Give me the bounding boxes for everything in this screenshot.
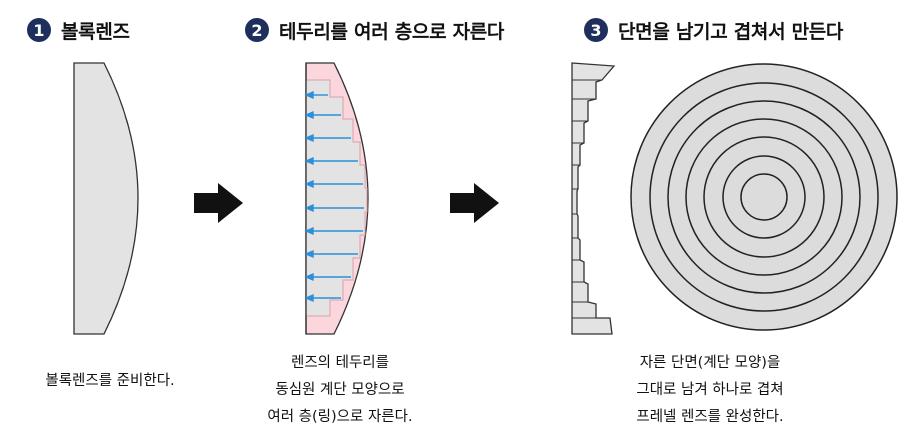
cut-direction-arrows	[304, 90, 364, 303]
step-1-badge: 1	[27, 18, 51, 42]
step-2-heading: 2 테두리를 여러 층으로 자른다	[245, 15, 504, 45]
caption-line: 동심원 계단 모양으로	[275, 382, 405, 398]
step-2-badge: 2	[245, 18, 269, 42]
arrow-right-icon	[194, 183, 243, 223]
arrow-right-icon	[450, 183, 499, 223]
caption-line: 그대로 남겨 하나로 겹쳐	[636, 382, 784, 398]
step-2-title: 테두리를 여러 층으로 자른다	[279, 20, 505, 43]
fresnel-ridge-lines	[572, 79, 602, 319]
convex-lens-shape	[73, 62, 139, 335]
fresnel-lens-front-view	[630, 63, 898, 331]
step-2-caption: 렌즈의 테두리를 동심원 계단 모양으로 여러 층(링)으로 자른다.	[240, 350, 440, 431]
caption-line: 자른 단면(계단 모양)을	[639, 355, 781, 371]
caption-line: 여러 층(링)으로 자른다.	[267, 409, 413, 425]
step-3-heading: 3 단면을 남기고 겹쳐서 만든다	[584, 15, 843, 45]
sliced-lens-group	[304, 62, 369, 335]
caption-line: 렌즈의 테두리를	[291, 355, 389, 371]
remaining-core-area	[305, 79, 368, 317]
step-1-title: 볼록렌즈	[61, 20, 130, 43]
step-1-caption: 볼록렌즈를 준비한다.	[20, 368, 200, 395]
caption-line: 프레넬 렌즈를 완성한다.	[636, 409, 784, 425]
step-1-heading: 1 볼록렌즈	[27, 15, 130, 45]
fresnel-profile-shape	[571, 62, 616, 335]
step-3-title: 단면을 남기고 겹쳐서 만든다	[618, 20, 844, 43]
step-3-badge: 3	[584, 18, 608, 42]
caption-line: 볼록렌즈를 준비한다.	[45, 373, 175, 389]
step-3-caption: 자른 단면(계단 모양)을 그대로 남겨 하나로 겹쳐 프레넬 렌즈를 완성한다…	[590, 350, 830, 431]
